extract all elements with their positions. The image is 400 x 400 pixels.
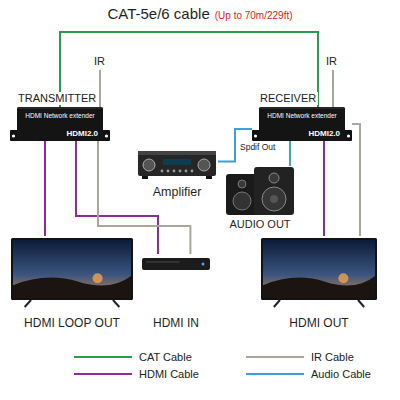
cable-label: Spdif Out: [239, 142, 276, 152]
device-label: AUDIO OUT: [229, 218, 290, 231]
tv-out: HDMI OUT: [258, 236, 380, 330]
cable-heading: CAT-5e/6 cable (Up to 70m/229ft): [0, 5, 400, 22]
device-label: Amplifier: [153, 185, 202, 200]
cable-connector: [289, 141, 291, 166]
legend-text: HDMI Cable: [139, 368, 199, 381]
legend-item: CAT Cable: [74, 350, 192, 364]
tv-loop-out: HDMI LOOP OUT: [8, 236, 136, 330]
transmitter-box: TRANSMITTERHDMI Network extenderHDMI2.0: [10, 107, 110, 141]
cable-connector: [60, 32, 318, 107]
player-picture: [140, 254, 212, 274]
device-caption: HDMI Network extender: [252, 112, 352, 120]
device-label: HDMI LOOP OUT: [24, 316, 120, 330]
legend-item: HDMI Cable: [74, 367, 199, 381]
legend-text: CAT Cable: [139, 351, 192, 364]
legend-swatch: [246, 373, 304, 376]
amp-picture: [136, 149, 218, 181]
tv-picture: [258, 236, 380, 310]
cable-connector: [323, 141, 325, 236]
player-device: HDMI IN: [140, 254, 212, 330]
cable-spec: CAT-5e/6 cable: [107, 5, 209, 22]
cable-connector: [352, 124, 360, 236]
legend-swatch: [74, 373, 132, 376]
cable-connector: [44, 141, 46, 236]
ir-cable-stub: [332, 70, 334, 107]
tv-picture: [8, 236, 136, 310]
ir-label: IR: [326, 55, 337, 68]
legend-item: IR Cable: [246, 350, 354, 364]
speaker-device: AUDIO OUT: [222, 166, 298, 231]
amplifier-device: Amplifier: [136, 149, 218, 199]
legend-text: IR Cable: [311, 351, 354, 364]
cable-length: (Up to 70m/229ft): [215, 10, 293, 21]
hdmi-logo: HDMI2.0: [308, 129, 340, 138]
receiver-box: RECEIVERHDMI Network extenderHDMI2.0: [252, 107, 352, 141]
device-label: HDMI IN: [153, 316, 199, 330]
ir-label: IR: [94, 55, 105, 68]
hdmi-logo: HDMI2.0: [66, 129, 98, 138]
device-heading: RECEIVER: [258, 92, 318, 105]
legend-item: Audio Cable: [246, 367, 371, 381]
device-heading: TRANSMITTER: [16, 92, 98, 105]
device-label: HDMI OUT: [289, 316, 348, 330]
device-caption: HDMI Network extender: [10, 112, 110, 120]
legend-swatch: [246, 356, 304, 359]
ir-cable-stub: [99, 70, 101, 107]
legend-swatch: [74, 356, 132, 359]
legend-text: Audio Cable: [311, 368, 371, 381]
spk-picture: [222, 166, 298, 216]
